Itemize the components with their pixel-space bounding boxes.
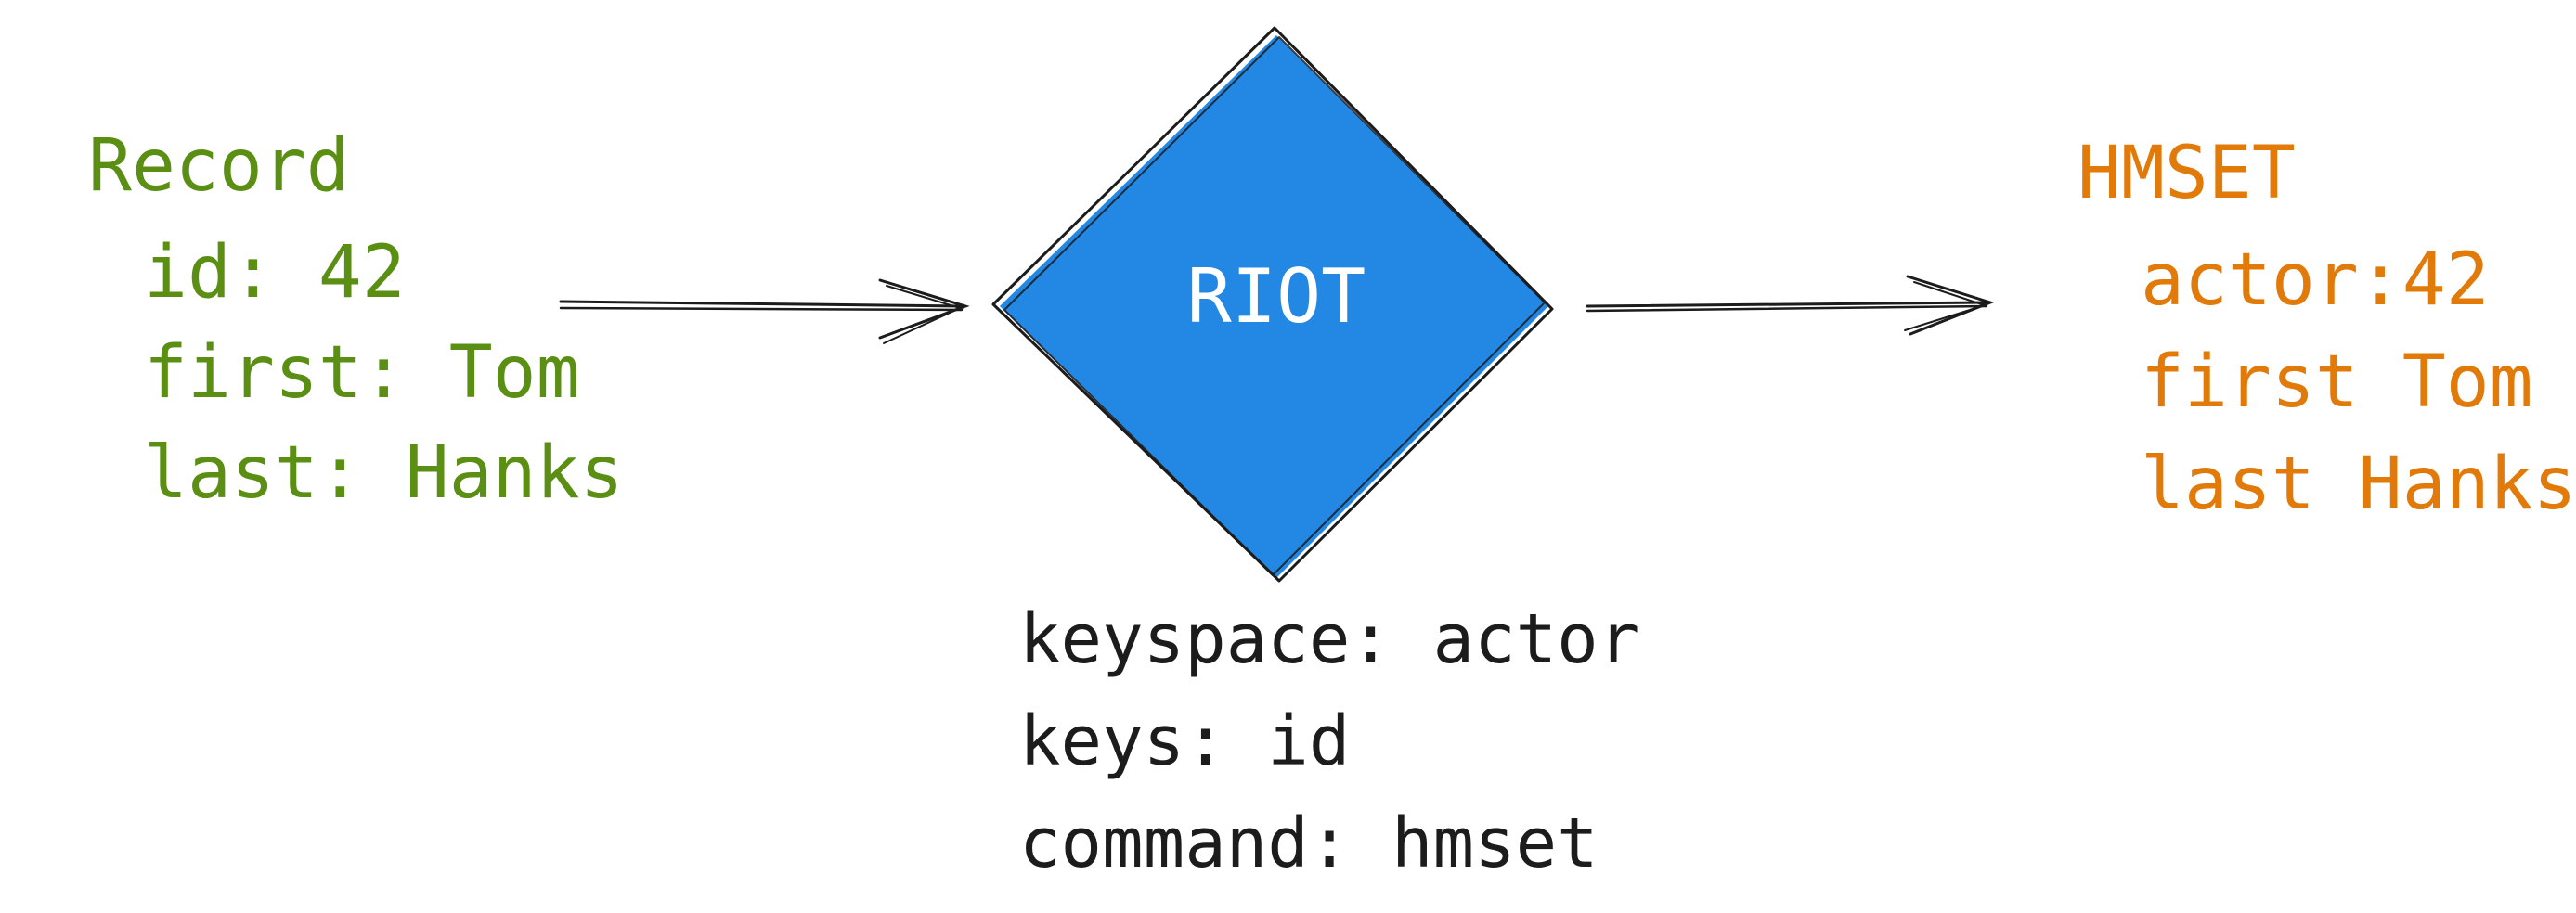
processor-config: keyspace: actor keys: id command: hmset <box>1019 605 1639 911</box>
processor-label: RIOT <box>1186 253 1366 340</box>
config-keyspace: keyspace: actor <box>1019 599 1640 679</box>
output-arrow <box>1586 275 1995 336</box>
source-record: Record id: 42 first: Tom last: Hanks <box>88 130 624 537</box>
processor-diamond <box>991 26 1554 583</box>
config-command: command: hmset <box>1019 804 1599 883</box>
command-title: HMSET <box>2078 132 2296 215</box>
command-field-first: first Tom <box>2141 341 2533 424</box>
record-field-last: last: Hanks <box>144 431 624 515</box>
record-field-id: id: 42 <box>144 231 406 315</box>
config-keys: keys: id <box>1019 701 1351 781</box>
command-field-last: last Hanks <box>2141 443 2576 526</box>
input-arrow <box>559 278 970 344</box>
output-command: HMSET actor:42 first Tom last Hanks <box>2078 137 2576 550</box>
command-key: actor:42 <box>2141 238 2490 322</box>
record-title: Record <box>88 124 350 208</box>
record-field-first: first: Tom <box>144 331 580 415</box>
